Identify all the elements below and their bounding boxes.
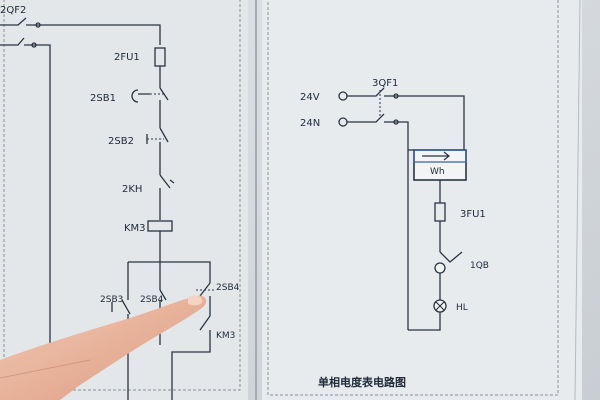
- label-2sb4-left: 2SB4: [140, 295, 164, 305]
- right-dashed-frame: [267, 0, 559, 396]
- label-2qf2: 2QF2: [0, 5, 26, 16]
- label-2sb2: 2SB2: [108, 136, 134, 147]
- label-24v: 24V: [300, 92, 320, 103]
- pointing-hand: [0, 295, 207, 400]
- label-1qb: 1QB: [470, 261, 489, 271]
- label-2fu1: 2FU1: [114, 52, 140, 63]
- label-hl: HL: [456, 303, 468, 313]
- label-3qf1: 3QF1: [372, 78, 398, 89]
- label-2sb4-right: 2SB4: [216, 283, 240, 293]
- label-24n: 24N: [300, 118, 320, 129]
- right-diagram-board: [262, 0, 582, 400]
- label-3fu1: 3FU1: [460, 209, 486, 220]
- right-meter-circuit: [338, 87, 467, 331]
- label-2kh: 2KH: [122, 184, 142, 195]
- diagram-caption: 单相电度表电路图: [318, 375, 406, 389]
- label-2sb3: 2SB3: [100, 295, 123, 305]
- label-2sb1: 2SB1: [90, 93, 116, 104]
- label-km3-coil: KM3: [124, 223, 146, 234]
- label-km3-contact: KM3: [216, 331, 235, 341]
- label-wh: Wh: [430, 167, 445, 177]
